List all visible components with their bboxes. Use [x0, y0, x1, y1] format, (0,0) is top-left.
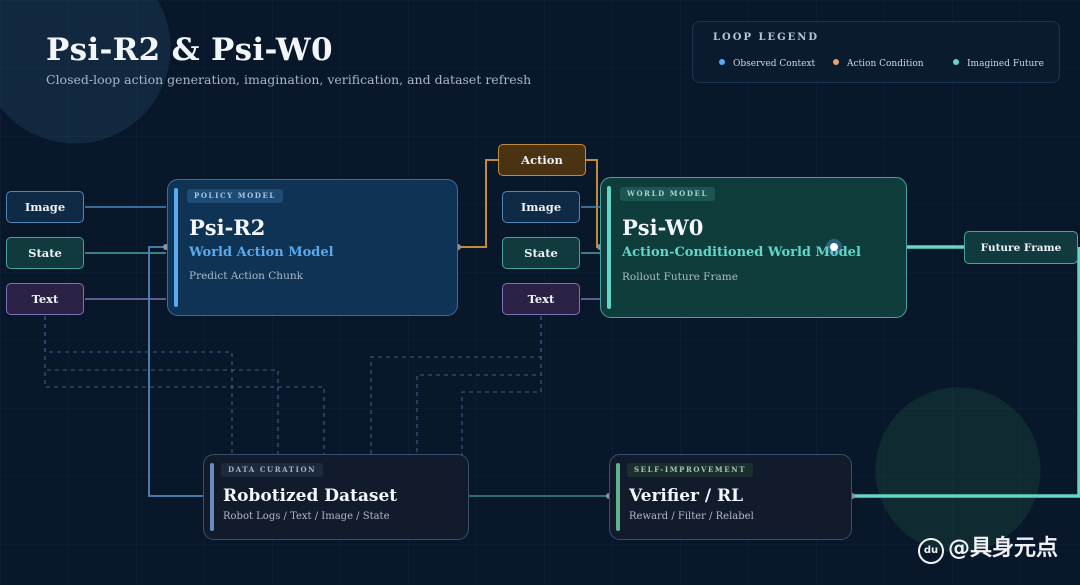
left-text-input[interactable]: Text: [6, 283, 84, 315]
wire-policy-to-action: [458, 159, 498, 248]
action-dot-icon: [833, 59, 839, 65]
observed-dot-icon: [719, 59, 725, 65]
policy-tag: POLICY MODEL: [187, 189, 283, 203]
watermark: du@具身元点: [917, 530, 1058, 564]
dataset-tag: DATA CURATION: [221, 463, 324, 477]
verifier-title: Verifier / RL: [629, 486, 744, 506]
dataset-card[interactable]: DATA CURATION Robotized Dataset Robot Lo…: [203, 454, 469, 540]
wire-future-to-verifier: [852, 247, 1080, 498]
legend-item-future: Imagined Future: [953, 59, 1044, 69]
policy-subtitle: World Action Model: [189, 245, 334, 260]
left-image-input[interactable]: Image: [6, 191, 84, 223]
world-model-card[interactable]: WORLD MODEL Psi-W0 Action-Conditioned Wo…: [600, 177, 907, 318]
left-state-input[interactable]: State: [6, 237, 84, 269]
world-tag: WORLD MODEL: [620, 187, 715, 201]
policy-title: Psi-R2: [189, 215, 266, 240]
loop-legend: LOOP LEGEND Observed Context Action Cond…: [692, 21, 1060, 83]
world-accent-bar: [607, 186, 611, 309]
dash-left-3: [44, 316, 325, 455]
policy-accent-bar: [174, 188, 178, 307]
right-state-input[interactable]: State: [502, 237, 580, 269]
dash-right-3: [461, 316, 542, 455]
policy-model-card[interactable]: POLICY MODEL Psi-R2 World Action Model P…: [167, 179, 458, 316]
dash-left-2: [44, 316, 279, 455]
legend-item-observed: Observed Context: [719, 59, 815, 69]
page-title: Psi-R2 & Psi-W0: [46, 32, 333, 68]
action-chip[interactable]: Action: [498, 144, 586, 176]
verifier-description: Reward / Filter / Relabel: [629, 511, 754, 522]
legend-title: LOOP LEGEND: [713, 32, 820, 43]
world-description: Rollout Future Frame: [622, 271, 738, 283]
world-title: Psi-W0: [622, 215, 704, 240]
wire-dataset-to-policy: [148, 246, 203, 497]
verifier-card[interactable]: SELF-IMPROVEMENT Verifier / RL Reward / …: [609, 454, 852, 540]
cursor-indicator-icon: [826, 239, 842, 255]
dataset-title: Robotized Dataset: [223, 486, 398, 506]
world-subtitle: Action-Conditioned World Model: [622, 245, 861, 260]
right-image-input[interactable]: Image: [502, 191, 580, 223]
future-dot-icon: [953, 59, 959, 65]
dash-right-1: [370, 316, 542, 455]
future-frame-chip[interactable]: Future Frame: [964, 231, 1078, 264]
verifier-accent-bar: [616, 463, 620, 531]
right-text-input[interactable]: Text: [502, 283, 580, 315]
paw-icon: du: [917, 538, 944, 564]
policy-description: Predict Action Chunk: [189, 270, 303, 282]
dash-right-2: [416, 316, 542, 455]
wire-action-to-world: [585, 159, 600, 248]
dataset-description: Robot Logs / Text / Image / State: [223, 511, 390, 522]
dash-left-1: [44, 316, 233, 455]
page-subtitle: Closed-loop action generation, imaginati…: [46, 72, 532, 87]
dataset-accent-bar: [210, 463, 214, 531]
verifier-tag: SELF-IMPROVEMENT: [627, 463, 754, 477]
legend-item-action: Action Condition: [833, 59, 924, 69]
